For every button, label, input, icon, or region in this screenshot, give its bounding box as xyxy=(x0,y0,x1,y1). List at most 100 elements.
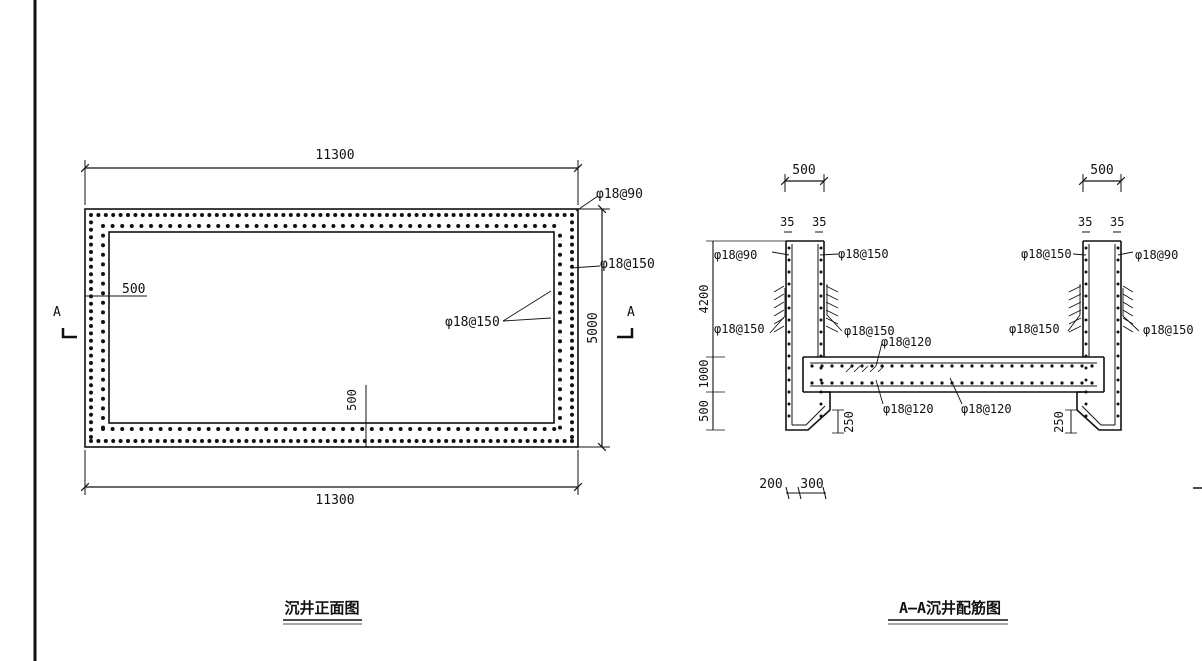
rebar-dot xyxy=(1084,270,1088,274)
rebar-dot xyxy=(466,439,471,443)
rebar-dot xyxy=(459,213,463,217)
rebar-dot xyxy=(570,316,574,321)
dim-base-300-label: 300 xyxy=(800,477,823,492)
rebar-dot xyxy=(473,439,478,443)
rebar-dot xyxy=(101,387,105,392)
rebar-dot xyxy=(177,224,182,228)
rebar-dot xyxy=(129,427,134,431)
rebar-dot xyxy=(222,213,227,217)
rebar-dot xyxy=(311,213,315,217)
rebar-dot xyxy=(542,427,547,431)
dim-base-200-label: 200 xyxy=(759,477,782,492)
inner-wall-outline xyxy=(108,231,555,424)
rebar-dot xyxy=(333,439,338,443)
rebar-dot xyxy=(525,213,530,217)
dim-slab-label: 1000 xyxy=(697,360,711,389)
rebar-dot xyxy=(819,246,823,250)
rebar-dot xyxy=(787,366,791,370)
outer-wall-outline xyxy=(84,208,579,448)
rebar-dot xyxy=(312,224,317,228)
rebar-dot xyxy=(570,294,574,299)
section-view-title: A—A沉井配筋图 xyxy=(899,599,1001,617)
rebar-dot xyxy=(570,287,574,291)
rebar-dot xyxy=(1010,364,1014,368)
rebar-dot xyxy=(293,224,297,228)
hatch-mark xyxy=(1068,301,1082,309)
rebar-dot xyxy=(446,224,451,228)
rebar-dot xyxy=(558,387,562,392)
rebar-dot xyxy=(787,354,791,358)
rebar-dot xyxy=(89,412,93,417)
rebar-dot xyxy=(1040,364,1044,368)
rebar-dot xyxy=(168,224,173,228)
rebar-dot xyxy=(475,224,480,228)
rebar-dot xyxy=(819,330,823,334)
rebar-dot xyxy=(436,439,441,443)
rebar-dot xyxy=(1084,294,1088,298)
rebar-dot xyxy=(570,272,574,277)
rebar-dot xyxy=(163,439,167,443)
rebar-dot xyxy=(370,439,375,443)
rebar-dot xyxy=(558,291,562,296)
rebar-dot xyxy=(158,427,163,431)
rebar-dot xyxy=(558,233,562,238)
rebar-dot xyxy=(89,257,93,262)
rebar-dot xyxy=(840,381,844,385)
hatch-mark xyxy=(773,309,785,317)
rebar-dot xyxy=(558,425,562,430)
rebar-slab-top: φ18@120 xyxy=(881,335,932,349)
rebar-dot xyxy=(870,381,874,385)
rebar-dot xyxy=(523,427,528,431)
rebar-dot xyxy=(510,213,515,217)
rebar-left-outer: φ18@90 xyxy=(714,248,757,262)
rebar-dot xyxy=(101,348,105,353)
rebar-dot xyxy=(331,427,336,431)
rebar-dot xyxy=(820,364,824,368)
hatch-mark xyxy=(825,293,839,301)
section-mark-left: A xyxy=(53,305,77,339)
rebar-dot xyxy=(1084,354,1088,358)
rebar-dot xyxy=(890,364,894,368)
rebar-dot xyxy=(89,287,93,291)
rebar-dot xyxy=(558,416,562,420)
rebar-dot xyxy=(89,279,93,284)
rebar-dot xyxy=(570,405,574,410)
hatch-mark xyxy=(1122,309,1134,317)
rebar-dot xyxy=(207,439,212,443)
rebar-dot xyxy=(89,361,93,365)
section-mark-right: A xyxy=(617,305,635,339)
rebar-dot xyxy=(488,213,493,217)
hatch-mark xyxy=(1122,285,1134,293)
rebar-dot xyxy=(235,224,240,228)
rebar-left-inner: φ18@150 xyxy=(838,247,889,261)
rebar-dot xyxy=(819,294,823,298)
rebar-dot xyxy=(456,224,461,228)
rebar-dot xyxy=(1084,390,1088,394)
rebar-dot xyxy=(1020,364,1024,368)
rebar-dot xyxy=(273,427,278,431)
rebar-dot xyxy=(350,427,355,431)
cover-left-b: 35 xyxy=(812,215,826,229)
rebar-dot xyxy=(570,383,574,388)
rebar-dot xyxy=(787,294,791,298)
rebar-dot xyxy=(340,439,345,443)
rebar-dot xyxy=(340,213,345,217)
rebar-dot xyxy=(459,439,463,443)
rebar-dot xyxy=(819,390,823,394)
rebar-dot xyxy=(251,439,256,443)
hatch-mark xyxy=(853,365,861,373)
rebar-dot xyxy=(177,427,182,431)
wall-rebar-dots xyxy=(89,213,574,443)
rebar-dot xyxy=(264,427,269,431)
rebar-dot xyxy=(890,381,894,385)
section-rebar-dots xyxy=(787,246,1120,418)
rebar-mid-label: φ18@150 xyxy=(600,257,655,272)
rebar-dot xyxy=(207,213,212,217)
rebar-dot xyxy=(369,224,374,228)
rebar-dot xyxy=(570,250,574,254)
rebar-dot xyxy=(558,243,562,248)
rebar-dot xyxy=(333,213,338,217)
rebar-dot xyxy=(970,381,974,385)
rebar-dot xyxy=(200,213,204,217)
rebar-dot xyxy=(192,439,197,443)
